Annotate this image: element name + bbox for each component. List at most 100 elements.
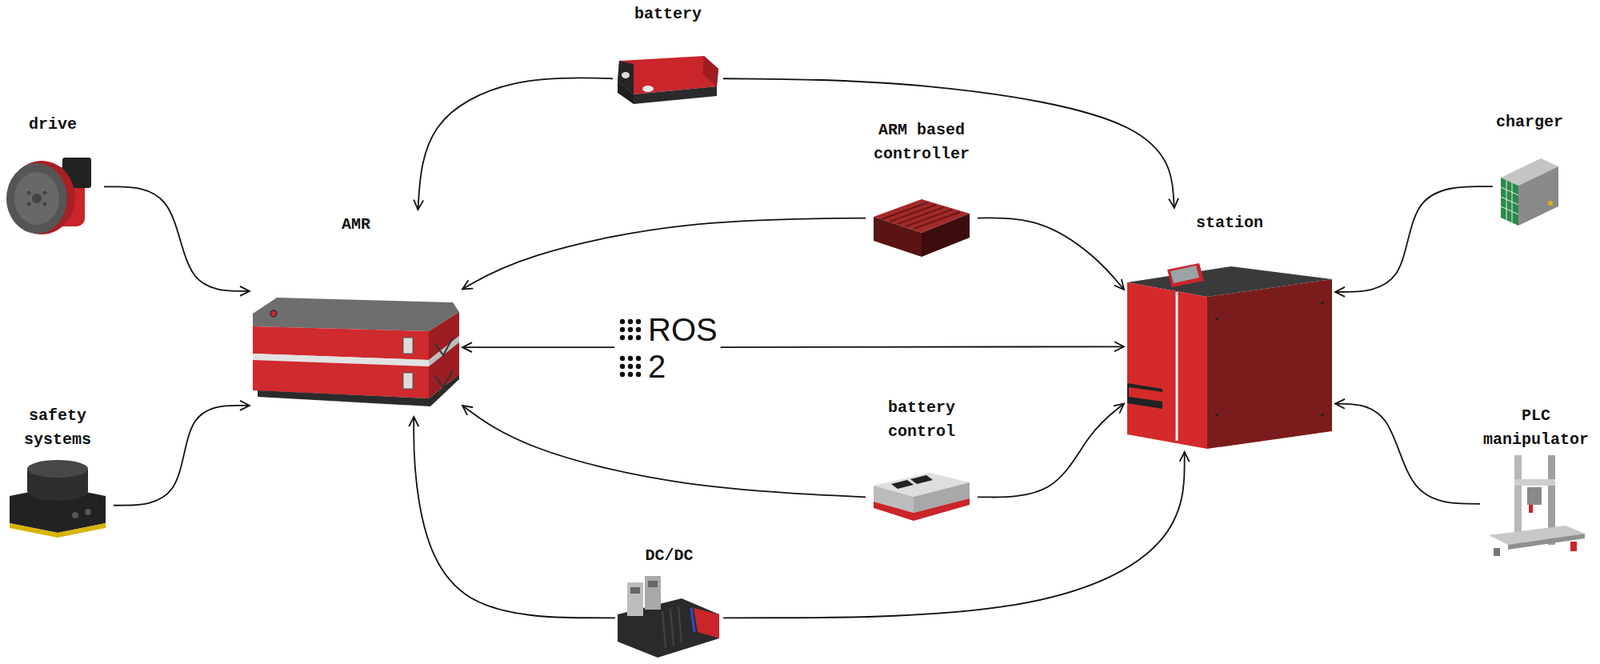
battery-pack [621, 72, 630, 79]
charger-unit [1548, 200, 1553, 206]
battery-control-module [891, 480, 914, 489]
component-node: DC/DC [618, 544, 720, 658]
ros-logo-dots [620, 319, 625, 324]
component-label: safety systems [4, 404, 111, 452]
component-label: DC/DC [644, 544, 693, 568]
ros-logo-dots [636, 372, 641, 377]
plc-manipulator [1570, 541, 1577, 552]
amr-robot [270, 310, 277, 317]
component-node: battery [616, 2, 720, 104]
drive-motor [27, 202, 32, 207]
logo-node: ROS 2 [617, 311, 718, 385]
component-node: battery control [868, 396, 975, 521]
component-label: charger [1496, 110, 1564, 135]
dcdc-converter [648, 580, 658, 588]
connector-arrow [104, 186, 250, 292]
dcdc-converter [670, 608, 674, 646]
dcdc-converter [678, 606, 682, 644]
drive-motor [6, 157, 92, 235]
charging-station [1128, 387, 1169, 403]
plc-manipulator [1493, 548, 1500, 556]
drive-motor [43, 191, 48, 196]
component-node: PLC manipulator [1483, 404, 1589, 558]
ros-logo-dots [620, 335, 625, 340]
plc-manipulator [1488, 455, 1585, 556]
component-node: AMR [252, 212, 460, 414]
amr-robot [435, 337, 453, 356]
ros-logo-dots [620, 364, 625, 369]
icon-area [252, 296, 460, 414]
safety-scanner [27, 481, 88, 501]
battery-pack [702, 56, 719, 87]
connector-arrow [977, 217, 1124, 290]
dcdc-converter [691, 608, 695, 632]
icon-area [9, 459, 106, 540]
connector-arrow [977, 404, 1124, 498]
icon-area [4, 154, 101, 236]
ros-logo-dots [620, 356, 625, 361]
icon-area [1500, 158, 1559, 226]
connector-arrow [720, 345, 1124, 348]
charger-unit [1500, 206, 1519, 215]
connector-arrow [417, 77, 613, 210]
dcdc-converter [617, 576, 720, 658]
battery-pack [642, 85, 654, 92]
component-label: battery [634, 2, 702, 27]
amr-robot [435, 369, 453, 388]
controller-box [873, 199, 970, 257]
ros-logo-dots [620, 372, 625, 377]
icon-area [1486, 455, 1587, 558]
amr-robot [252, 297, 460, 407]
component-node: station [1127, 211, 1332, 449]
safety-scanner [9, 460, 106, 538]
charging-station [1167, 263, 1204, 288]
component-node: charger [1496, 110, 1564, 226]
charger-unit [1500, 158, 1559, 226]
plc-manipulator [1514, 479, 1556, 486]
battery-control-module [873, 498, 970, 521]
connector-arrow [413, 416, 616, 618]
ros-logo-dots [628, 372, 633, 377]
charger-unit [1518, 166, 1559, 226]
dcdc-converter [662, 611, 666, 648]
safety-scanner [27, 460, 88, 478]
ros-logo-dots [628, 364, 633, 369]
ros-logo-dots [628, 327, 633, 332]
amr-robot [403, 372, 413, 389]
safety-scanner [84, 508, 92, 516]
component-node: safety systems [4, 404, 111, 540]
amr-robot [252, 297, 460, 332]
charging-station [1170, 265, 1200, 284]
ros-logo-dots [636, 335, 641, 340]
dcdc-converter [627, 582, 644, 616]
charger-unit [1500, 187, 1519, 196]
ros-logo-dots [636, 356, 641, 361]
battery-pack [633, 86, 717, 104]
ros-logo-dots [636, 364, 641, 369]
charging-station [1127, 282, 1208, 449]
charging-station [1176, 292, 1179, 441]
connector-arrow [113, 405, 250, 506]
amr-robot [403, 337, 413, 354]
logo-text: ROS 2 [648, 311, 718, 385]
ros-logo-dots [620, 319, 641, 377]
component-label: battery control [868, 396, 975, 444]
drive-motor [6, 163, 68, 234]
controller-box [913, 212, 960, 229]
ros-logo-dots [636, 327, 641, 332]
charger-unit [1500, 177, 1519, 226]
drive-motor [43, 202, 48, 207]
charging-station [1207, 279, 1332, 449]
connector-arrow [462, 405, 866, 497]
ros-logo-dots [628, 319, 633, 324]
connector-arrow [723, 78, 1175, 208]
charging-station [1320, 413, 1324, 417]
ros-logo-dots [636, 319, 641, 324]
ros-logo-dots [628, 356, 633, 361]
icon-area [618, 574, 720, 658]
dcdc-converter [630, 587, 640, 594]
controller-box [881, 202, 960, 229]
battery-pack [617, 56, 719, 104]
